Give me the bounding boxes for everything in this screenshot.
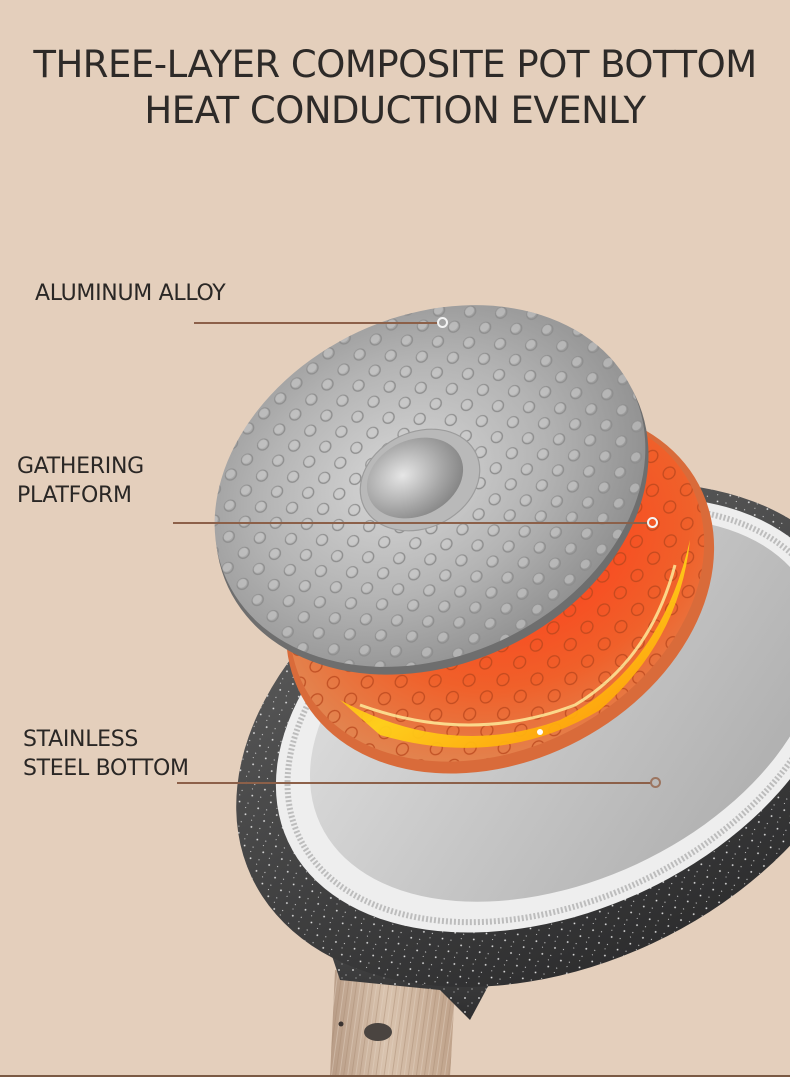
label-stainless-steel-line-2: STEEL BOTTOM <box>23 756 189 781</box>
wooden-handle <box>330 970 455 1077</box>
ring-dot-icon <box>650 777 661 788</box>
label-stainless-steel-line-1: STAINLESS <box>23 727 139 752</box>
headline-line-2: HEAT CONDUCTION EVENLY <box>144 89 646 132</box>
headline-line-1: THREE-LAYER COMPOSITE POT BOTTOM <box>33 43 757 86</box>
label-aluminum-alloy-text: ALUMINUM ALLOY <box>35 281 226 306</box>
bottom-divider <box>0 1075 790 1077</box>
ring-dot-icon <box>437 317 448 328</box>
headline: THREE-LAYER COMPOSITE POT BOTTOM HEAT CO… <box>0 42 790 134</box>
label-gathering-platform-line-1: GATHERING <box>17 454 144 479</box>
label-aluminum-alloy: ALUMINUM ALLOY <box>35 279 226 308</box>
leader-line-aluminum-alloy <box>194 322 438 324</box>
aluminum-alloy-layer <box>214 305 649 675</box>
leader-line-gathering-platform <box>173 522 648 524</box>
label-gathering-platform-line-2: PLATFORM <box>17 483 132 508</box>
label-stainless-steel-bottom: STAINLESS STEEL BOTTOM <box>23 725 189 783</box>
leader-line-stainless-steel-bottom <box>177 782 651 784</box>
label-gathering-platform: GATHERING PLATFORM <box>17 452 144 510</box>
ring-dot-icon <box>647 517 658 528</box>
